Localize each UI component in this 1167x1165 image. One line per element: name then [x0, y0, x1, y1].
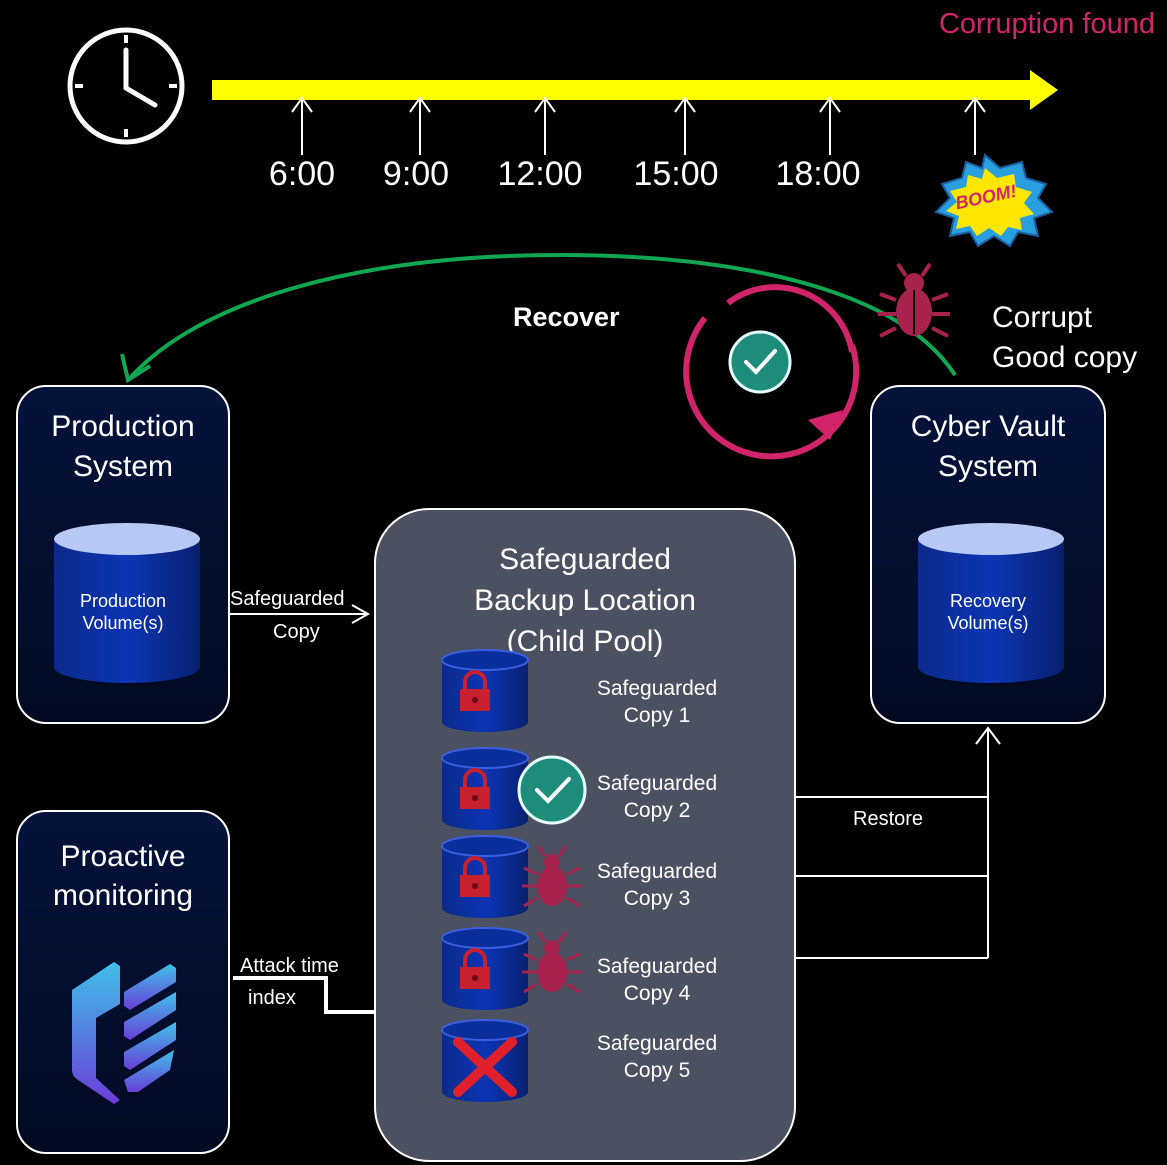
cyber-vault-title-line1: Cyber Vault [910, 410, 1066, 443]
copy-4-label-line2: Copy 4 [623, 982, 691, 1005]
production-volume-cylinder [54, 523, 200, 683]
safeguarded-copy-arrow [228, 604, 371, 624]
corruption-found-label: Corruption found [938, 8, 1155, 40]
production-volume-label-2: Volume(s) [82, 613, 164, 633]
copy-1-label-line1: Safeguarded [596, 677, 718, 700]
proactive-monitoring-box: Proactive monitoring [16, 810, 230, 1154]
good-copy-label: Good copy [992, 341, 1138, 374]
monitoring-title-line1: Proactive [60, 840, 186, 873]
time-label-0600: 6:00 [268, 155, 336, 193]
monitoring-title-line2: monitoring [52, 879, 194, 912]
copy-3-label-line1: Safeguarded [596, 860, 718, 883]
timeline-tick-arrows [291, 96, 986, 155]
production-system-title-line2: System [72, 450, 174, 483]
recover-arrowhead [120, 353, 152, 384]
attack-time-label-1: Attack time [240, 955, 339, 977]
recovery-cycle-icon [683, 284, 860, 460]
shield-icon [72, 962, 176, 1104]
copy-5-label-line1: Safeguarded [596, 1032, 718, 1055]
time-label-1200: 12:00 [497, 155, 583, 193]
copy-1-label-line2: Copy 1 [623, 704, 691, 727]
copy-2-label-line1: Safeguarded [596, 772, 718, 795]
time-label-1800: 18:00 [775, 155, 861, 193]
copy-3-label-line2: Copy 3 [623, 887, 691, 910]
safeguarded-copy-label-2: Copy [273, 621, 320, 643]
timeline-arrow [212, 70, 1058, 110]
recover-label: Recover [513, 302, 620, 332]
recovery-volume-cylinder [918, 523, 1064, 683]
cyber-vault-title-line2: System [937, 450, 1039, 483]
restore-label: Restore [853, 808, 924, 830]
cyber-vault-system-box: Cyber Vault System Recovery Volume(s) [870, 385, 1106, 724]
boom-burst-icon [934, 153, 1054, 248]
copy-4-label-line1: Safeguarded [596, 955, 718, 978]
copy-2-label-line2: Copy 2 [623, 799, 691, 822]
corrupt-label: Corrupt [992, 301, 1093, 334]
recover-arc [128, 252, 957, 380]
time-label-1500: 15:00 [633, 155, 719, 193]
copy-5-label-line2: Copy 5 [623, 1059, 691, 1082]
bug-icon-corrupt [878, 262, 950, 338]
recovery-volume-label-1: Recovery [949, 591, 1027, 611]
time-label-0900: 9:00 [382, 155, 450, 193]
production-system-box: Production System Production Volume(s) [16, 385, 230, 724]
attack-time-label-2: index [248, 987, 296, 1009]
recovery-volume-label-2: Volume(s) [947, 613, 1029, 633]
clock-icon [67, 27, 185, 145]
production-volume-label-1: Production [79, 591, 167, 611]
pool-title-line1: Safeguarded [499, 543, 671, 576]
pool-title-line2: Backup Location [474, 584, 696, 617]
safeguarded-copy-label-1: Safeguarded [230, 588, 345, 610]
check-icon-recover [728, 330, 792, 394]
pool-title-line3: (Child Pool) [506, 625, 664, 658]
production-system-title-line1: Production [51, 410, 195, 443]
